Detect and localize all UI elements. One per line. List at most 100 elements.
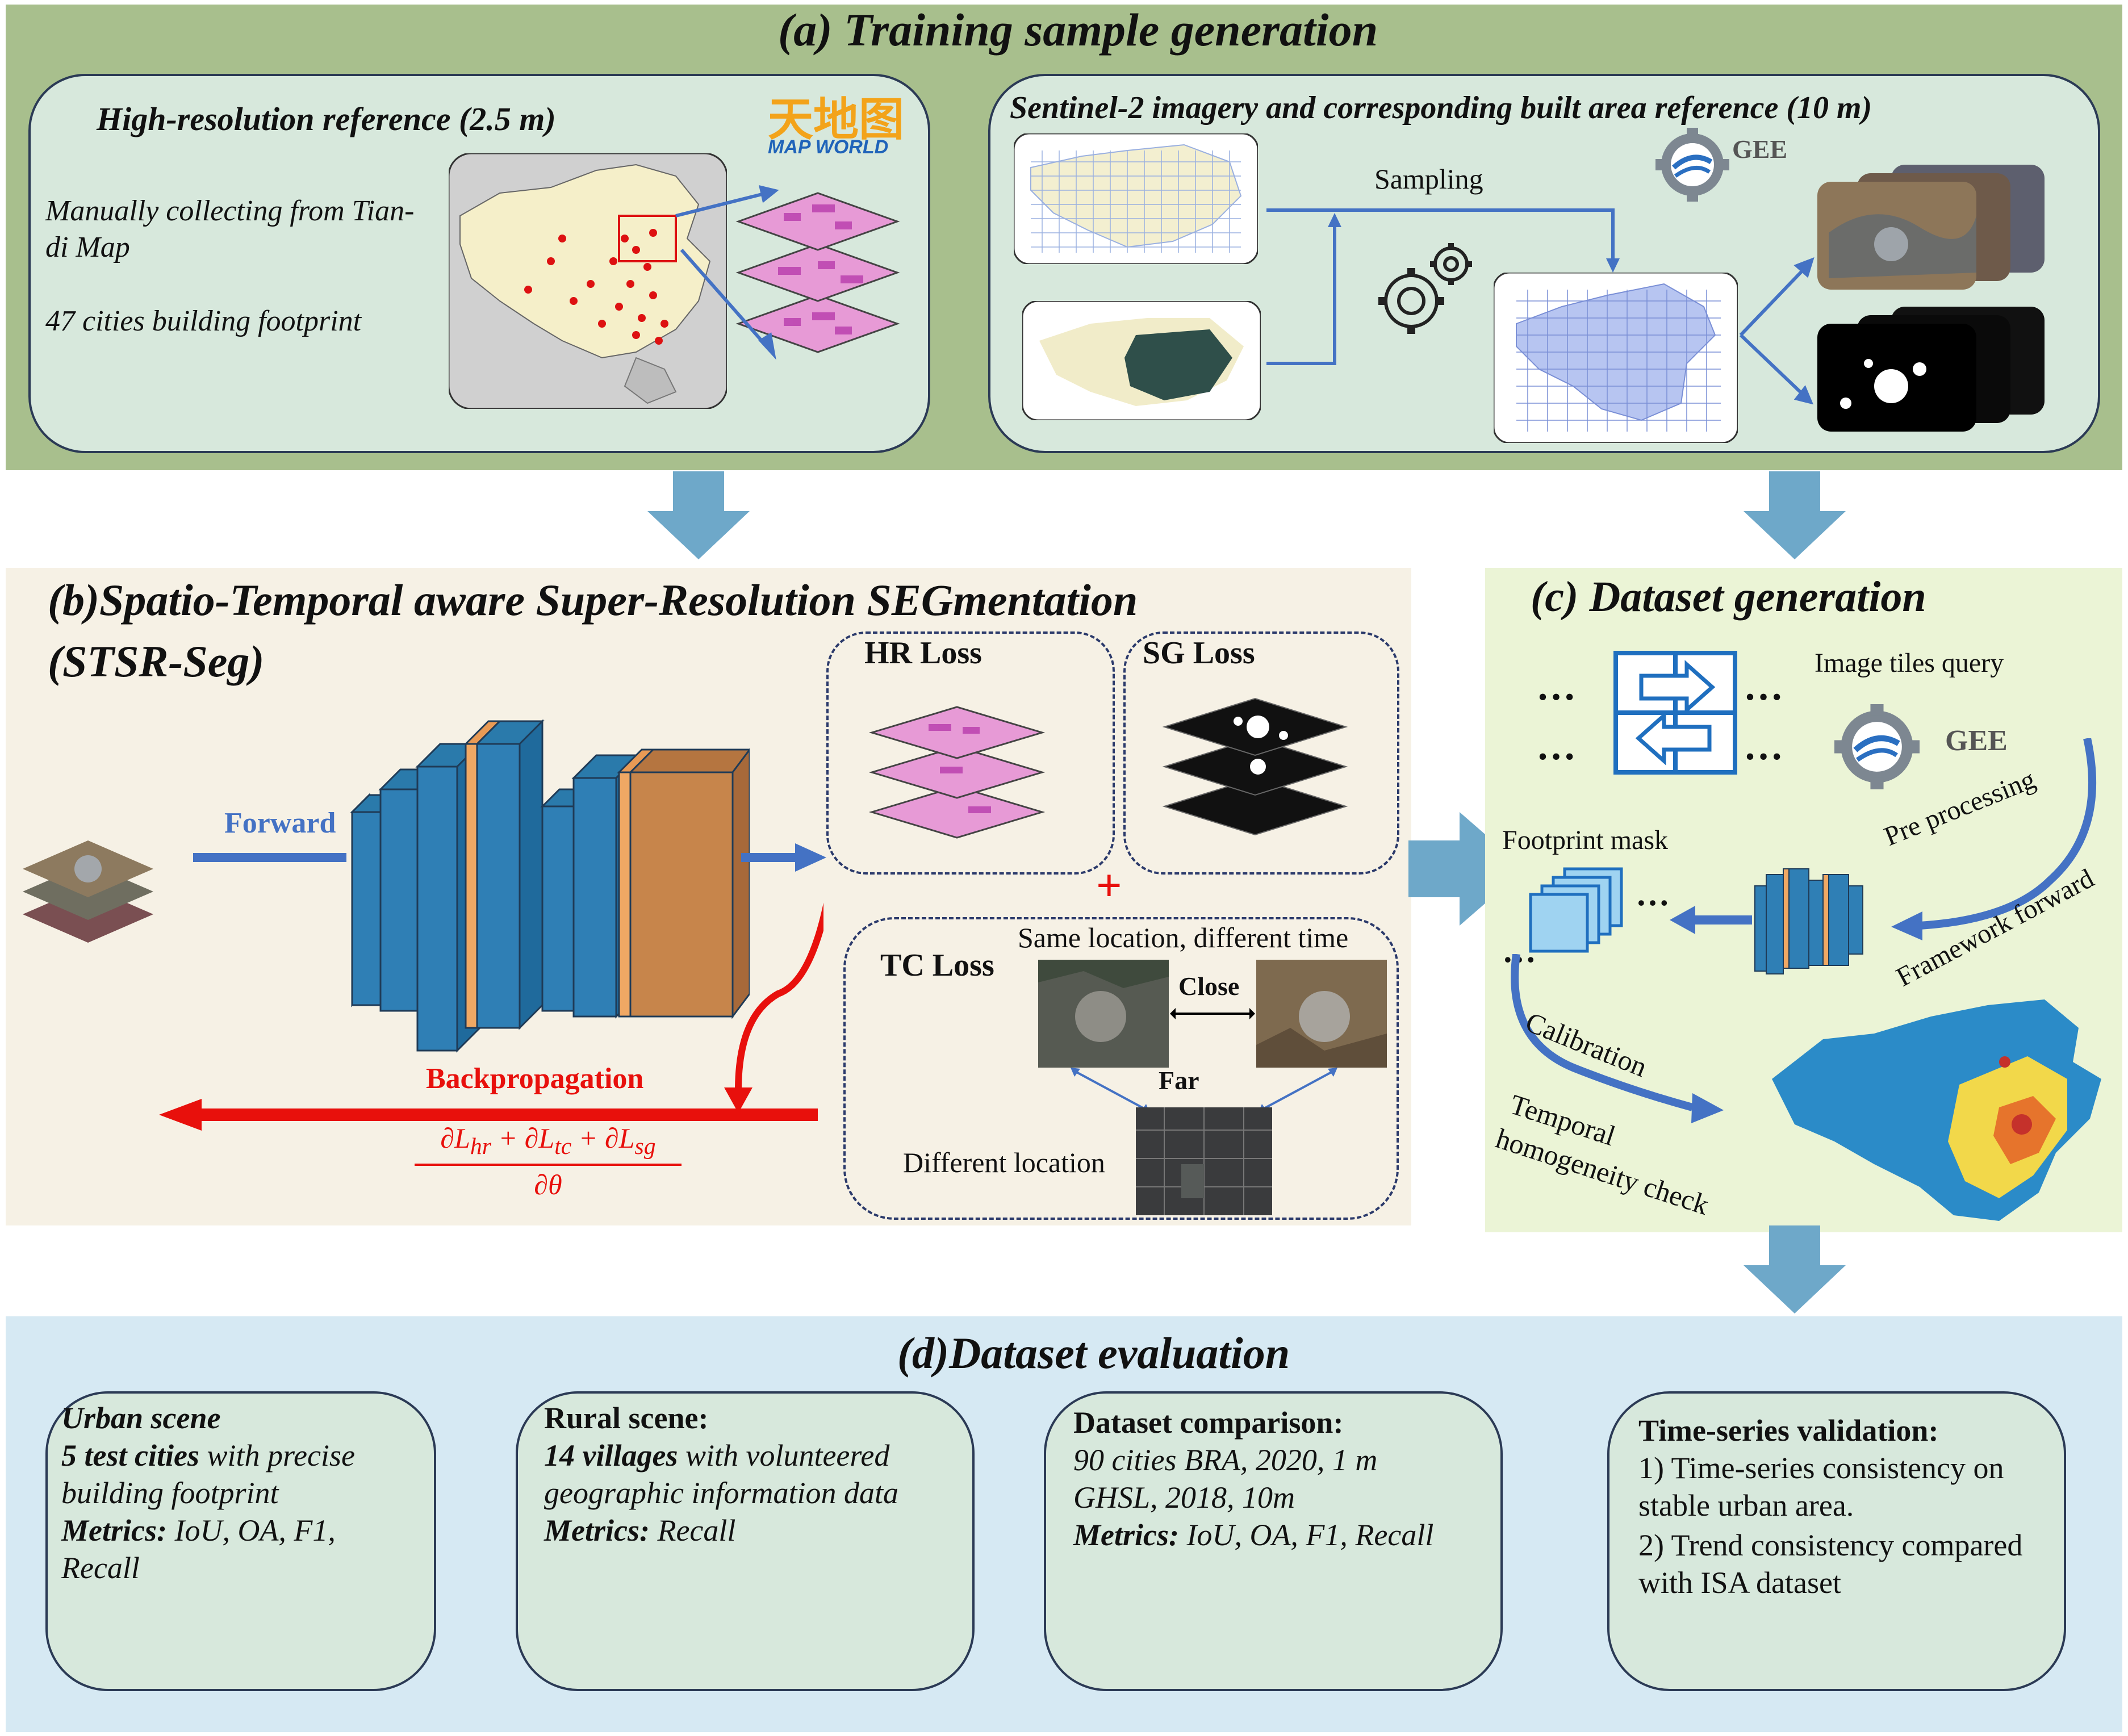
- built-mask-stack: [1817, 307, 2045, 432]
- comparison-heading: Dataset comparison:: [1073, 1405, 1344, 1440]
- dots-2: …: [1536, 725, 1576, 768]
- same-location-label: Same location, different time: [1018, 922, 1349, 953]
- urban-scene-box: [45, 1391, 436, 1691]
- flow-arrow-a-to-b: [647, 471, 750, 559]
- panel-c-title: (c) Dataset generation: [1531, 573, 1926, 621]
- different-location-label: Different location: [903, 1147, 1105, 1178]
- comparison-metrics-label: Metrics:: [1073, 1518, 1179, 1552]
- mapworld-logo-cn: 天地图: [768, 93, 904, 146]
- time-series-box: [1607, 1391, 2066, 1691]
- panel-b-title-1: (b)Spatio-Temporal aware Super-Resolutio…: [48, 575, 1138, 625]
- sg-loss-box: [1123, 631, 1399, 875]
- hr-loss-label: HR Loss: [864, 635, 982, 671]
- tc-loss-box: [843, 917, 1399, 1220]
- close-arrow: [1170, 1008, 1255, 1019]
- urban-line-1: 5 test cities with precise: [61, 1438, 355, 1473]
- dots-5: …: [1636, 875, 1670, 913]
- dots-1: …: [1536, 665, 1576, 709]
- same-loc-image-2: [1256, 960, 1387, 1068]
- time-series-heading: Time-series validation:: [1638, 1413, 1939, 1448]
- gee-label-a: GEE: [1732, 135, 1788, 164]
- backprop-label: Backpropagation: [426, 1062, 644, 1095]
- rural-line-1-rest: with volunteered: [678, 1438, 890, 1473]
- gears-icon: [1378, 243, 1472, 334]
- small-network-icon: [1754, 868, 1863, 974]
- panel-a-title: (a) Training sample generation: [778, 4, 1378, 56]
- hr-footprint-stack: [868, 706, 1046, 839]
- time-series-line-3: 2) Trend consistency compared: [1638, 1528, 2023, 1562]
- china-result-map: [1772, 999, 2101, 1221]
- footprint-mask-label: Footprint mask: [1502, 825, 1669, 855]
- far-label: Far: [1159, 1066, 1199, 1095]
- urban-metrics-values: IoU, OA, F1,: [166, 1513, 336, 1547]
- close-label: Close: [1178, 972, 1240, 1001]
- framework-curve-arrow: [1891, 738, 2096, 940]
- calibration-curve-arrow: [1511, 954, 1724, 1123]
- gee-icon: [1655, 128, 1729, 202]
- mapworld-logo-en: MAP WORLD: [768, 136, 889, 158]
- sentinel-heading: Sentinel-2 imagery and corresponding bui…: [1010, 90, 1872, 126]
- flow-arrow-b-to-c: [1408, 812, 1525, 926]
- urban-metrics-label: Metrics:: [61, 1513, 167, 1547]
- urban-metrics: Metrics: IoU, OA, F1,: [61, 1513, 336, 1548]
- time-series-line-1: 1) Time-series consistency on: [1638, 1451, 2004, 1485]
- manual-collect-text-1: Manually collecting from Tian-: [45, 195, 415, 227]
- tc-loss-label: TC Loss: [880, 948, 994, 983]
- cities-footprint-text: 47 cities building footprint: [45, 305, 362, 337]
- input-image-stack: [23, 840, 153, 943]
- hr-reference-heading: High-resolution reference (2.5 m): [97, 101, 556, 137]
- forward-out-arrow: [741, 843, 826, 872]
- time-series-line-2: stable urban area.: [1638, 1488, 1854, 1522]
- rural-heading: Rural scene:: [544, 1401, 709, 1435]
- rural-line-2: geographic information data: [544, 1476, 898, 1510]
- sampling-flow-arrows: [1266, 208, 1620, 365]
- sentinel-image-stack: [1817, 165, 2045, 290]
- gee-label-c: GEE: [1945, 725, 2008, 757]
- network-architecture: [350, 719, 750, 1053]
- urban-line-2: building footprint: [61, 1476, 279, 1510]
- china-city-map: [449, 153, 727, 409]
- forward-label: Forward: [224, 807, 336, 839]
- flow-arrow-c-to-d: [1744, 1225, 1846, 1313]
- built-area-points-map: [1022, 301, 1261, 420]
- urban-line-1-bold: 5 test cities: [61, 1438, 199, 1473]
- map-to-stack-arrows: [675, 185, 779, 360]
- backprop-arrows: [159, 902, 823, 1131]
- rural-metrics-label: Metrics:: [544, 1513, 650, 1547]
- sentinel-grid-map: [1014, 133, 1258, 264]
- dots-3: …: [1744, 665, 1783, 709]
- urban-line-1-rest: with precise: [199, 1438, 355, 1473]
- time-series-line-4: with ISA dataset: [1638, 1566, 1841, 1600]
- sampling-label: Sampling: [1374, 163, 1483, 195]
- rural-scene-box: [516, 1391, 975, 1691]
- comparison-line-1: 90 cities BRA, 2020, 1 m: [1073, 1443, 1378, 1477]
- manual-collect-text-2: di Map: [45, 231, 130, 263]
- comparison-metrics: Metrics: IoU, OA, F1, Recall: [1073, 1517, 1433, 1553]
- same-loc-image-1: [1038, 960, 1169, 1068]
- plus-sign: +: [1096, 861, 1122, 911]
- urban-heading: Urban scene: [61, 1401, 221, 1435]
- tile-query-icon: [1613, 651, 1737, 775]
- diff-loc-image: [1136, 1107, 1272, 1215]
- panel-d-title: (d)Dataset evaluation: [897, 1328, 1290, 1378]
- image-tiles-label: Image tiles query: [1815, 648, 2004, 678]
- network-to-mask-arrow: [1670, 906, 1752, 934]
- sg-mask-stack: [1162, 697, 1348, 836]
- china-grid-map: [1494, 273, 1738, 443]
- dots-4: …: [1744, 725, 1783, 768]
- comparison-line-2: GHSL, 2018, 10m: [1073, 1480, 1295, 1515]
- gee-icon-c: [1834, 704, 1920, 789]
- rural-line-1-bold: 14 villages: [544, 1438, 678, 1473]
- urban-metrics-2: Recall: [61, 1551, 140, 1585]
- footprint-stack-icon: [735, 192, 900, 353]
- rural-metrics-values: Recall: [649, 1513, 736, 1547]
- rural-line-1: 14 villages with volunteered: [544, 1438, 889, 1473]
- forward-arrow: [193, 853, 346, 862]
- flow-arrow-a-to-c: [1744, 471, 1846, 559]
- comparison-metrics-values: IoU, OA, F1, Recall: [1178, 1518, 1434, 1552]
- rural-metrics: Metrics: Recall: [544, 1513, 735, 1548]
- dataset-comparison-box: [1044, 1391, 1503, 1691]
- hr-loss-box: [826, 631, 1115, 875]
- panel-b-title-2: (STSR-Seg): [48, 637, 265, 686]
- sg-loss-label: SG Loss: [1143, 635, 1255, 671]
